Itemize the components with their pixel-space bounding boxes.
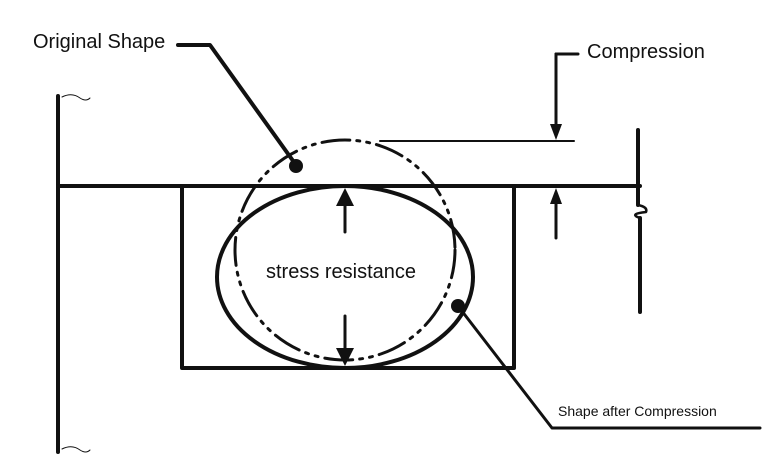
original-shape-label: Original Shape xyxy=(33,31,165,53)
compression-label: Compression xyxy=(587,41,705,63)
stress-arrow-up xyxy=(336,188,354,234)
compressed-shape-leader xyxy=(451,299,762,430)
stress-resistance-label: stress resistance xyxy=(266,261,416,283)
original-shape-leader xyxy=(176,43,303,173)
stress-arrow-down xyxy=(336,314,354,366)
compression-dimension xyxy=(379,52,580,240)
left-wall xyxy=(56,94,91,454)
compressed-shape-outline xyxy=(215,184,475,370)
shape-after-compression-label: Shape after Compression xyxy=(558,403,717,419)
right-wall xyxy=(633,128,648,314)
